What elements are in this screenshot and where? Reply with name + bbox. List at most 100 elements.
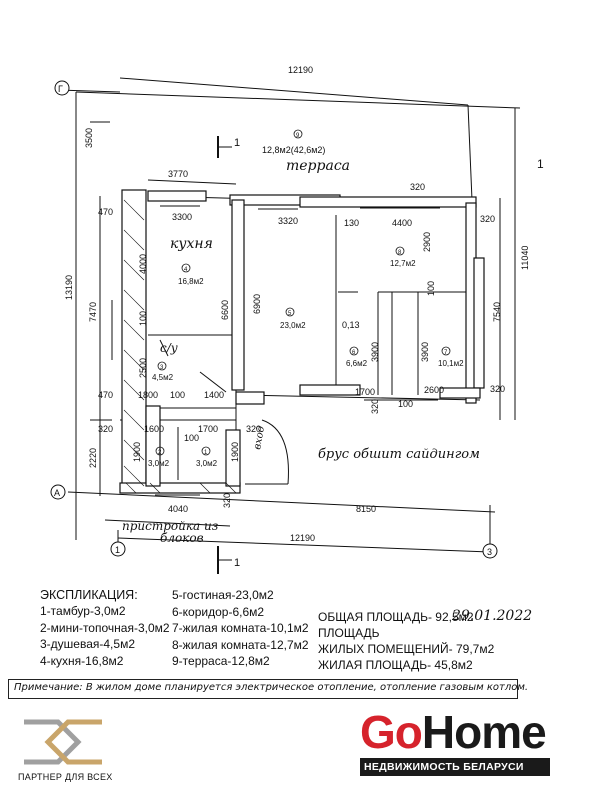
living-area: ЖИЛАЯ ПЛОЩАДЬ- 45,8м2: [318, 658, 473, 672]
room-1-area: 3,0м2: [196, 459, 218, 468]
dim-8150: 8150: [356, 504, 376, 514]
dim-0-13: 0,13: [342, 320, 360, 330]
dim-320-bottom: 320: [222, 493, 232, 508]
room-8-area: 12,7м2: [390, 259, 416, 268]
room-9-area: 12,8м2(42,6м2): [262, 145, 325, 155]
annex-note-line1: пристройка из: [122, 519, 218, 533]
dim-4400: 4400: [392, 218, 412, 228]
legend-column-left: 1-тамбур-3,0м2 2-мини-топочная-3,0м2 3-д…: [40, 603, 170, 669]
axis-label-g: Г: [58, 84, 63, 94]
room-2-area: 3,0м2: [148, 459, 170, 468]
dim-2600: 2600: [424, 385, 444, 395]
dim-470-top: 470: [98, 207, 113, 217]
dim-1800: 1800: [138, 390, 158, 400]
dim-320-right: 320: [490, 384, 505, 394]
axis-label-3: 3: [487, 547, 492, 557]
brand-home: Home: [421, 706, 547, 758]
area-totals: ОБЩАЯ ПЛОЩАДЬ- 92,5м2 ПЛОЩАДЬ ЖИЛЫХ ПОМЕ…: [318, 609, 494, 673]
dim-2900: 2900: [422, 232, 432, 252]
entrance-label: вход: [252, 425, 267, 450]
room-9-name: терраса: [286, 158, 350, 174]
room-4-name: кухня: [170, 236, 213, 252]
room-6-number: 6: [352, 350, 356, 356]
section-label-top: 1: [234, 137, 240, 149]
legend-item: 6-коридор-6,6м2: [172, 604, 265, 619]
room-7-number: 7: [444, 350, 448, 356]
room-6-area: 6,6м2: [346, 359, 368, 368]
dim-1400: 1400: [204, 390, 224, 400]
dim-320-top: 320: [410, 182, 425, 192]
dim-2500: 2500: [138, 358, 148, 378]
dim-12190-top: 12190: [288, 65, 313, 75]
dim-3900-b: 3900: [420, 342, 430, 362]
dim-1900-b: 1900: [230, 442, 240, 462]
dim-1900-a: 1900: [132, 442, 142, 462]
dim-11040: 11040: [520, 246, 530, 270]
dim-3500: 3500: [84, 128, 94, 148]
siding-note: брус обшит сайдингом: [318, 447, 480, 462]
room-3-name: с/у: [160, 341, 178, 355]
legend-item: 5-гостиная-23,0м2: [172, 588, 274, 602]
dim-12190-bottom: 12190: [290, 533, 315, 543]
room-3-number: 3: [160, 365, 164, 371]
room-4-area: 16,8м2: [178, 277, 204, 286]
note-box: [8, 679, 518, 699]
gohome-wordmark: GoHome: [360, 708, 550, 756]
dim-3770: 3770: [168, 169, 188, 179]
legend-item: 1-тамбур-3,0м2: [40, 604, 126, 618]
living-rooms-area-label: ПЛОЩАДЬ: [318, 626, 380, 640]
dim-1700-b: 1700: [198, 424, 218, 434]
dim-100-c: 100: [170, 390, 185, 400]
dim-100-b: 100: [426, 281, 436, 296]
gohome-logo: GoHome НЕДВИЖИМОСТЬ БЕЛАРУСИ: [360, 708, 550, 776]
legend-item: 3-душевая-4,5м2: [40, 637, 135, 651]
room-1-number: 1: [204, 450, 208, 456]
dim-100-d: 100: [398, 399, 413, 409]
legend-item: 8-жилая комната-12,7м2: [172, 637, 309, 652]
dim-3320: 3320: [278, 216, 298, 226]
right-side-mark: 1: [537, 157, 544, 171]
annex-note-line2: блоков: [160, 531, 204, 545]
room-4-number: 4: [184, 267, 188, 273]
dim-4000: 4000: [138, 254, 148, 274]
room-5-number: 5: [288, 311, 292, 317]
floor-plan: Г А 1 3 1 1 1 12190 3500 13190 7470 2220…: [50, 65, 544, 574]
dim-7470: 7470: [88, 302, 98, 322]
dim-320-mid: 320: [246, 424, 261, 434]
dim-3900-a: 3900: [370, 342, 380, 362]
room-9-number: 9: [296, 133, 300, 139]
total-area: ОБЩАЯ ПЛОЩАДЬ- 92,5м2: [318, 610, 474, 624]
axis-label-1: 1: [115, 545, 120, 555]
heating-note: Примечание: В жилом доме планируется эле…: [14, 682, 529, 693]
dim-130: 130: [344, 218, 359, 228]
axis-label-a: А: [54, 488, 60, 498]
dim-2220: 2220: [88, 448, 98, 468]
brand-tagline: НЕДВИЖИМОСТЬ БЕЛАРУСИ: [360, 758, 550, 776]
dim-470-bottom: 470: [98, 390, 113, 400]
dim-13190: 13190: [64, 275, 74, 300]
legend-item: 4-кухня-16,8м2: [40, 653, 124, 668]
room-2-number: 2: [158, 450, 162, 456]
dim-6900: 6900: [252, 294, 262, 314]
dim-320-left: 320: [98, 424, 113, 434]
living-rooms-area: ЖИЛЫХ ПОМЕЩЕНИЙ- 79,7м2: [318, 642, 495, 656]
dim-320-top-right: 320: [480, 214, 495, 224]
legend-column-middle: 5-гостиная-23,0м2 6-коридор-6,6м2 7-жила…: [172, 587, 309, 670]
partner-tagline: ПАРТНЕР ДЛЯ ВСЕХ: [18, 772, 113, 782]
dim-4040: 4040: [168, 504, 188, 514]
dim-1700-a: 1700: [355, 387, 375, 397]
dim-320-center: 320: [370, 399, 380, 414]
room-8-number: 8: [398, 250, 402, 256]
room-7-area: 10,1м2: [438, 359, 464, 368]
dim-7540: 7540: [492, 302, 502, 322]
dim-100-a: 100: [138, 311, 148, 326]
dim-1600: 1600: [144, 424, 164, 434]
legend-item: 9-терраса-12,8м2: [172, 654, 270, 668]
dim-3300: 3300: [172, 212, 192, 222]
signature-date: 29.01.2022: [452, 608, 533, 624]
brand-go: Go: [360, 706, 423, 758]
section-label-bottom: 1: [234, 557, 240, 569]
partner-logo-icon: [24, 719, 102, 765]
legend-title: ЭКСПЛИКАЦИЯ:: [40, 588, 138, 602]
room-5-area: 23,0м2: [280, 321, 306, 330]
